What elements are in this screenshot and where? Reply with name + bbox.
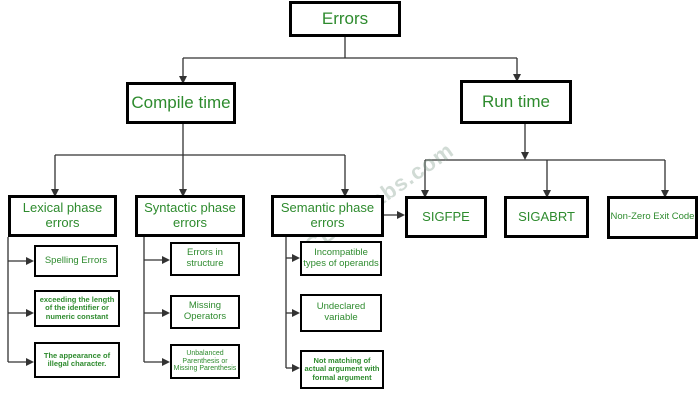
lexical-item-illegal-character: The appearance of illegal character. <box>34 342 120 378</box>
root-node-errors: Errors <box>289 1 401 37</box>
node-run-time: Run time <box>460 80 572 124</box>
node-compile-time: Compile time <box>126 82 236 124</box>
node-semantic-phase: Semantic phase errors <box>271 195 384 237</box>
lexical-item-exceeding-length: exceeding the length of the identifier o… <box>34 290 120 327</box>
node-sigabrt: SIGABRT <box>504 196 589 238</box>
semantic-item-undeclared-variable: Undeclared variable <box>300 294 382 332</box>
node-non-zero-exit-code: Non-Zero Exit Code <box>607 196 698 239</box>
syntactic-item-errors-in-structure: Errors in structure <box>170 242 240 276</box>
node-sigfpe: SIGFPE <box>405 196 487 238</box>
lexical-item-spelling-errors: Spelling Errors <box>34 245 118 277</box>
node-syntactic-phase: Syntactic phase errors <box>135 195 245 237</box>
syntactic-item-missing-operators: Missing Operators <box>170 295 240 329</box>
syntactic-item-unbalanced-parenthesis: Unbalanced Parenthesis or Missing Parent… <box>170 344 240 379</box>
semantic-item-argument-mismatch: Not matching of actual argument with for… <box>300 350 384 389</box>
semantic-item-incompatible-types: Incompatible types of operands <box>300 241 382 276</box>
node-lexical-phase: Lexical phase errors <box>8 195 117 237</box>
